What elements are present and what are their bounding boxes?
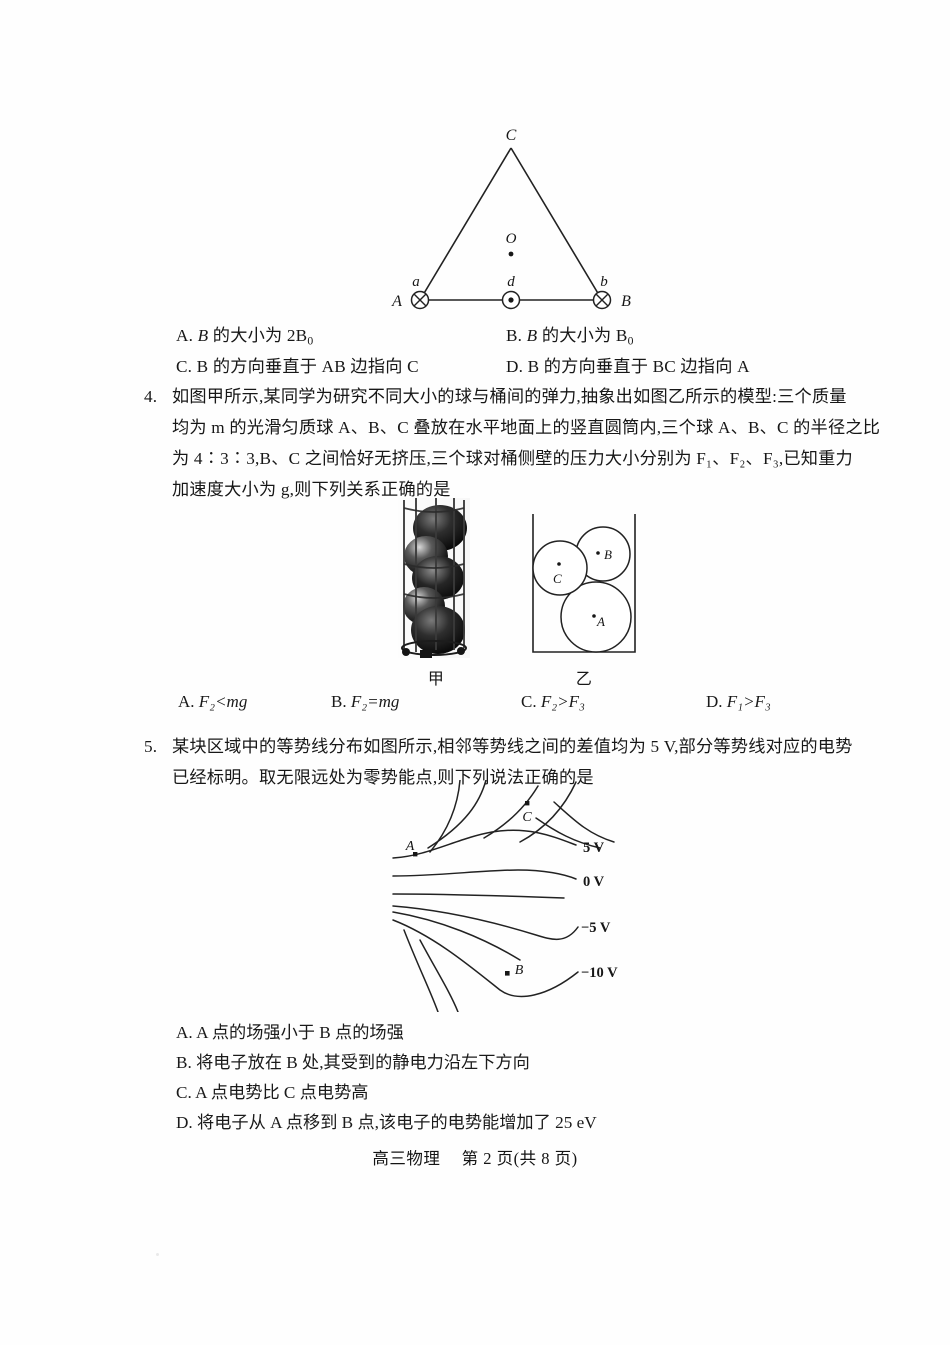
option-text: F₁>F₃ (726, 692, 771, 711)
option-key: C. (176, 357, 193, 376)
option-key: A. (176, 1023, 193, 1042)
option-key: A. (178, 692, 195, 711)
wire-label-a: a (412, 274, 420, 290)
equipotential-0v (392, 869, 577, 880)
option-text: F₂<mg (198, 692, 248, 711)
equipotential-5v (392, 829, 577, 859)
potential-label-0v: 0 V (583, 874, 605, 890)
option-key: D. (506, 357, 524, 376)
option-subscript: 0 (627, 334, 634, 348)
potential-label-5v: 5 V (583, 840, 605, 856)
ball-b-label: B (604, 547, 612, 562)
option-key: C. (521, 692, 537, 711)
footer-page-number: 第 2 页(共 8 页) (461, 1149, 578, 1168)
triangle-vertex-label-c: C (506, 127, 517, 144)
option-text: 的大小为 2B (208, 326, 308, 345)
triangle-vertex-label-b: B (621, 293, 631, 310)
equipotential-m10v (392, 919, 579, 998)
triangle-center-label-o: O (506, 231, 517, 247)
figure-label-yi: 乙 (575, 671, 593, 688)
potential-label-minus5v: −5 V (581, 920, 611, 936)
stem-line: 如图甲所示,某同学为研究不同大小的球与桶间的弹力,抽象出如图乙所示的模型:三个质… (172, 387, 847, 406)
question3-option-c[interactable]: C. B 的方向垂直于 AB 边指向 C (176, 351, 506, 382)
option-key: A. (176, 326, 194, 345)
triangle-vertex-label-a: A (391, 293, 402, 310)
option-text: F₂>F₃ (540, 692, 585, 711)
option-key: D. (176, 1113, 193, 1132)
point-b-label: B (515, 963, 524, 978)
ball-a-circle (560, 581, 632, 653)
option-key: D. (706, 692, 723, 711)
question3-options: A. B 的大小为 2B0 B. B 的大小为 B0 C. B 的方向垂直于 A… (176, 320, 876, 382)
stem-line: 某块区域中的等势线分布如图所示,相邻等势线之间的差值均为 5 V,部分等势线对应… (172, 737, 853, 756)
option-text: B 的方向垂直于 AB 边指向 C (196, 357, 419, 376)
option-key: C. (176, 1083, 192, 1102)
equipotential-m5v (392, 905, 579, 940)
option-key: B. (506, 326, 523, 345)
option-text: B 的方向垂直于 BC 边指向 A (527, 357, 750, 376)
question4-figures: 甲 A B C 乙 (390, 498, 660, 688)
potential-label-minus10v: −10 V (581, 965, 618, 981)
option-subscript: 0 (307, 334, 314, 348)
point-c-label: C (522, 810, 532, 825)
wire-label-b: b (600, 274, 608, 290)
option-text: 将电子放在 B 处,其受到的静电力沿左下方向 (196, 1053, 530, 1072)
ball-model-diagram: A B C (532, 514, 636, 653)
footer-subject: 高三物理 (372, 1149, 441, 1168)
question4: 4. 如图甲所示,某同学为研究不同大小的球与桶间的弹力,抽象出如图乙所示的模型:… (144, 381, 881, 505)
option-row: A. B 的大小为 2B0 B. B 的大小为 B0 (176, 320, 876, 351)
question4-option-b[interactable]: B. F₂=mg (331, 692, 521, 712)
question5: 5. 某块区域中的等势线分布如图所示,相邻等势线之间的差值均为 5 V,部分等势… (144, 731, 856, 793)
question5-option-d[interactable]: D. 将电子从 A 点移到 B 点,该电子的电势能增加了 25 eV (176, 1108, 876, 1138)
stem-line: 均为 m 的光滑匀质球 A、B、C 叠放在水平地面上的竖直圆筒内,三个球 A、B… (172, 418, 881, 437)
wire-marker-a (410, 290, 430, 310)
question5-number: 5. (144, 737, 158, 756)
equipotential-lines-diagram: A C B 5 V 0 V −5 V −10 V (392, 780, 618, 1012)
question5-option-a[interactable]: A. A 点的场强小于 B 点的场强 (176, 1018, 876, 1048)
point-a-label: A (405, 839, 415, 854)
ball-rack-photo (398, 498, 470, 658)
question3-option-a[interactable]: A. B 的大小为 2B0 (176, 320, 506, 356)
option-symbol: B (197, 326, 209, 345)
wire-marker-b (592, 290, 612, 310)
stem-line: 为 4∶3∶3,B、C 之间恰好无挤压,三个球对桶侧壁的压力大小分别为 F₁、F… (172, 449, 853, 468)
option-text: 的大小为 B (537, 326, 628, 345)
page-footer: 高三物理 第 2 页(共 8 页) (0, 1145, 950, 1169)
question4-option-c[interactable]: C. F₂>F₃ (521, 692, 706, 712)
option-text: 将电子从 A 点移到 B 点,该电子的电势能增加了 25 eV (197, 1113, 597, 1132)
question5-stem: 某块区域中的等势线分布如图所示,相邻等势线之间的差值均为 5 V,部分等势线对应… (172, 731, 856, 793)
option-text: A 点的场强小于 B 点的场强 (196, 1023, 404, 1042)
question3-option-d[interactable]: D. B 的方向垂直于 BC 边指向 A (506, 351, 866, 382)
triangle-field-diagram: C O a A d b B (391, 127, 631, 310)
question3-option-b[interactable]: B. B 的大小为 B0 (506, 320, 866, 356)
question5-options: A. A 点的场强小于 B 点的场强 B. 将电子放在 B 处,其受到的静电力沿… (176, 1018, 876, 1138)
option-text: A 点电势比 C 点电势高 (195, 1083, 369, 1102)
question4-option-a[interactable]: A. F₂<mg (178, 692, 331, 712)
question5-option-b[interactable]: B. 将电子放在 B 处,其受到的静电力沿左下方向 (176, 1048, 876, 1078)
center-point-dot (508, 251, 514, 257)
wire-label-d: d (507, 274, 515, 290)
wire-marker-d (501, 290, 521, 310)
option-symbol: B (526, 326, 538, 345)
question4-number: 4. (144, 387, 158, 406)
figure-label-jia: 甲 (427, 671, 445, 688)
question4-options: A. F₂<mg B. F₂=mg C. F₂>F₃ D. F₁>F₃ (178, 692, 878, 712)
question4-option-d[interactable]: D. F₁>F₃ (706, 692, 876, 712)
point-a-marker (413, 852, 418, 857)
ball-a-label: A (596, 614, 605, 629)
point-c-marker (525, 801, 530, 806)
option-text: F₂=mg (350, 692, 400, 711)
ball-c-circle (532, 540, 588, 596)
question5-option-c[interactable]: C. A 点电势比 C 点电势高 (176, 1078, 876, 1108)
option-row: C. B 的方向垂直于 AB 边指向 C D. B 的方向垂直于 BC 边指向 … (176, 351, 876, 382)
option-key: B. (176, 1053, 192, 1072)
option-key: B. (331, 692, 347, 711)
ball-c-label: C (553, 571, 562, 586)
question4-stem: 如图甲所示,某同学为研究不同大小的球与桶间的弹力,抽象出如图乙所示的模型:三个质… (172, 381, 881, 505)
point-b-marker (505, 971, 510, 976)
scan-artifact (156, 1253, 159, 1256)
stem-line: 已经标明。取无限远处为零势能点,则下列说法正确的是 (172, 768, 594, 787)
stem-line: 加速度大小为 g,则下列关系正确的是 (172, 480, 451, 499)
